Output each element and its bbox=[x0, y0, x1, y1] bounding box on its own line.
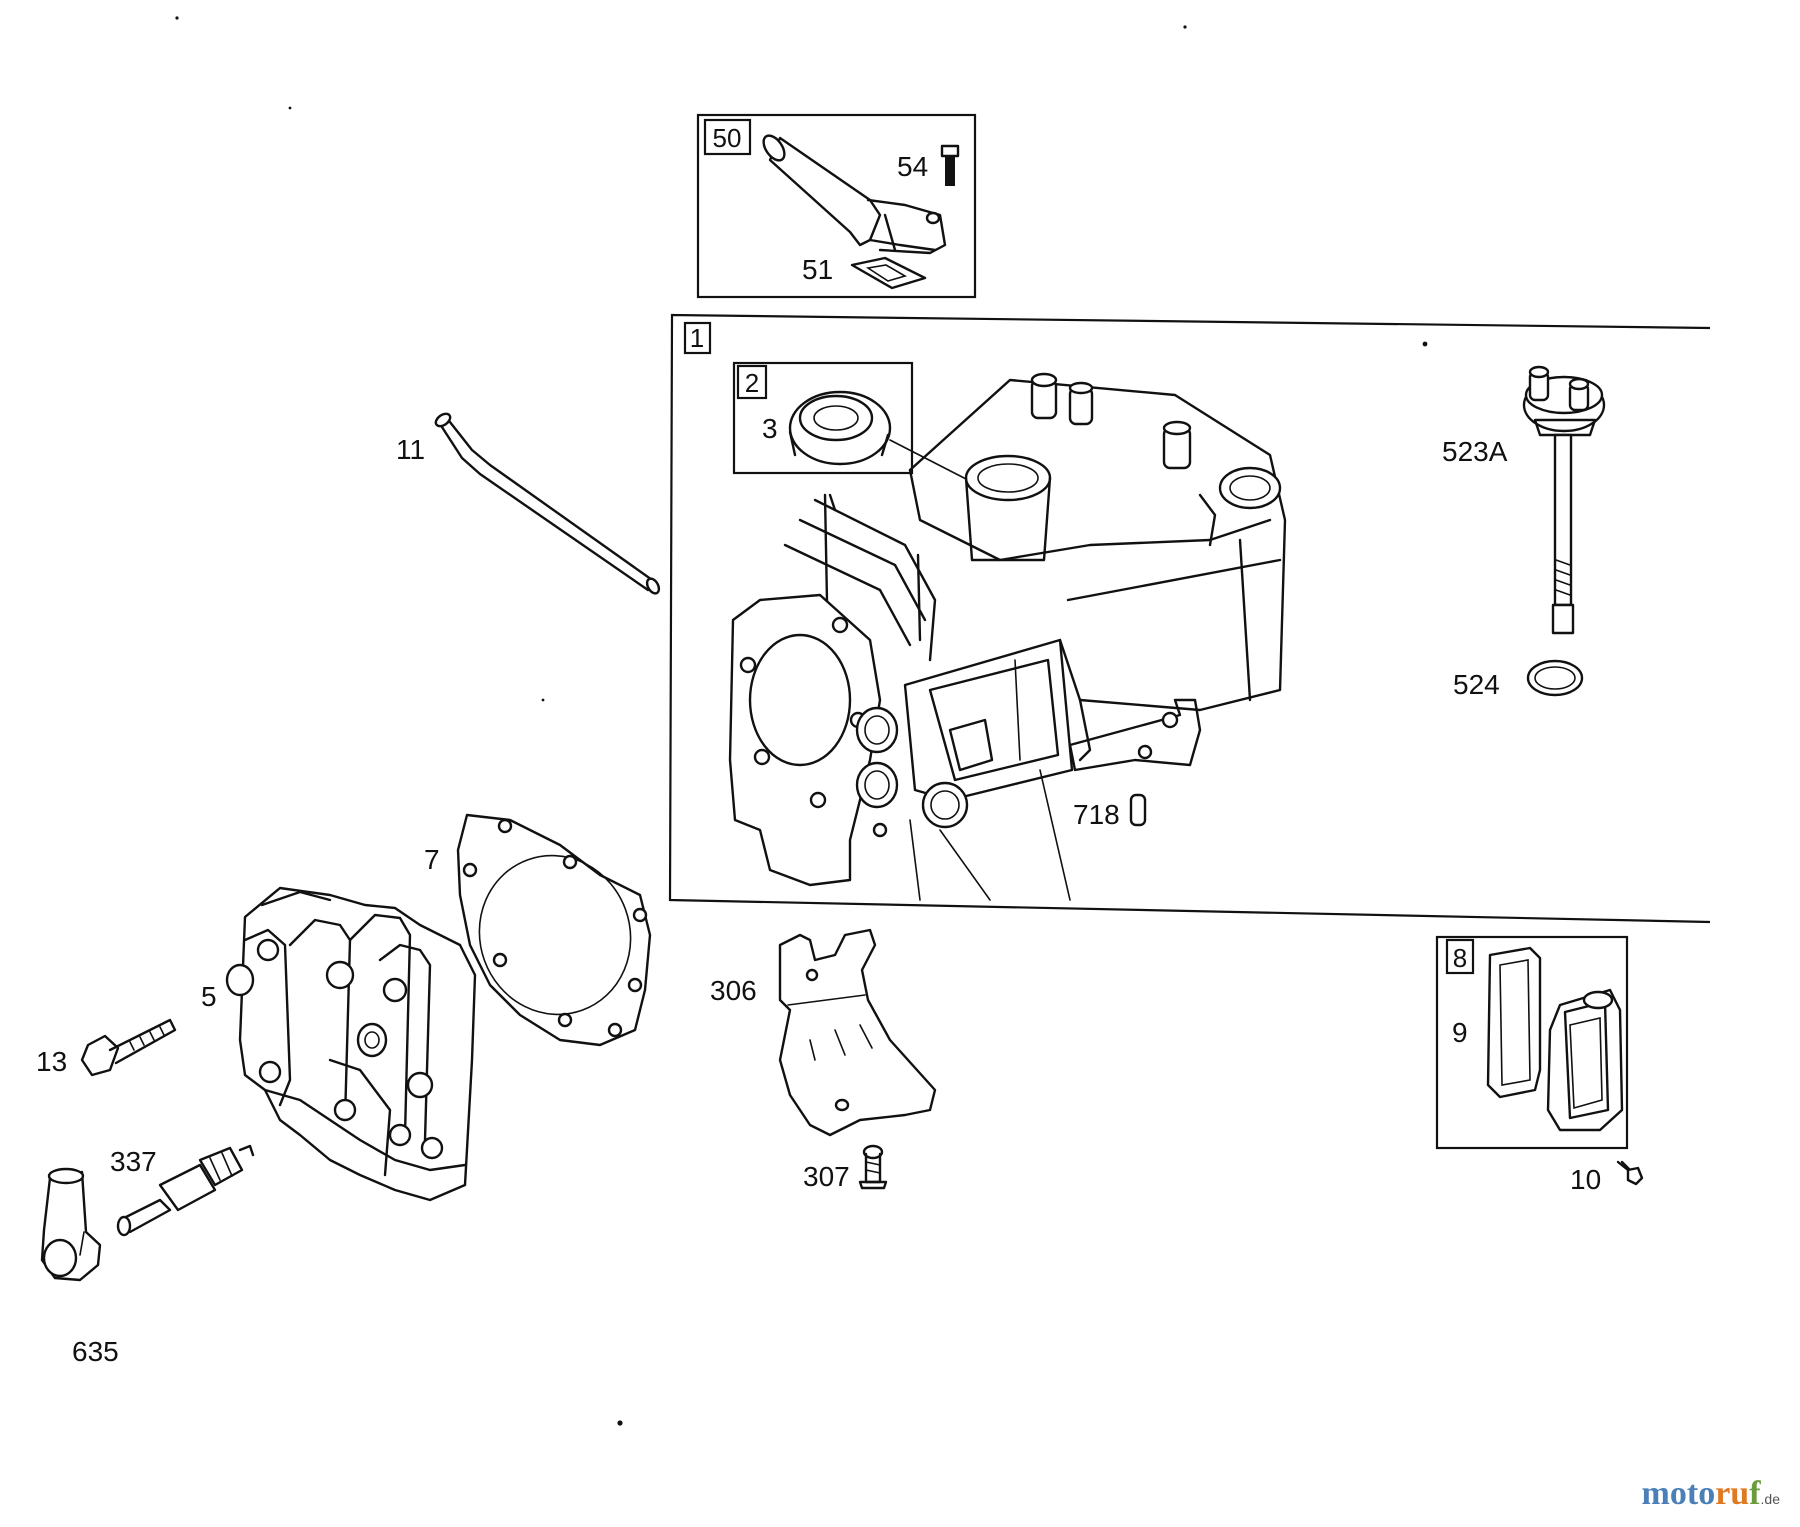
callout-1: 1 bbox=[690, 323, 704, 353]
spark-plug-337-part bbox=[116, 1144, 255, 1237]
watermark-logo: motoruf.de bbox=[1641, 1475, 1780, 1512]
screw-10-part bbox=[1616, 1160, 1644, 1186]
valve-cover-gasket-9-part bbox=[1486, 946, 1542, 1099]
head-gasket-7-part bbox=[456, 813, 652, 1047]
callout-10: 10 bbox=[1570, 1164, 1601, 1195]
callout-11: 11 bbox=[396, 434, 425, 465]
box-8: 8 9 bbox=[1435, 935, 1629, 1150]
callout-307: 307 bbox=[803, 1161, 850, 1192]
callout-50: 50 bbox=[713, 123, 742, 153]
breather-tube-part bbox=[762, 134, 947, 255]
tube-11-part bbox=[434, 412, 661, 595]
dipstick-tube-523A-part bbox=[1522, 365, 1606, 635]
callout-5: 5 bbox=[201, 981, 217, 1012]
shield-306-part bbox=[778, 928, 937, 1137]
callout-3: 3 bbox=[762, 413, 778, 444]
callout-635: 635 bbox=[72, 1336, 119, 1367]
callout-306: 306 bbox=[710, 975, 757, 1006]
callout-7: 7 bbox=[424, 844, 440, 875]
box-1: 1 2 3 bbox=[668, 313, 1711, 924]
oil-seal-3-part bbox=[788, 390, 892, 466]
callout-9: 9 bbox=[1452, 1017, 1468, 1048]
box-50: 50 54 51 bbox=[696, 113, 977, 299]
callout-2: 2 bbox=[745, 368, 759, 398]
callout-523A: 523A bbox=[1442, 436, 1508, 467]
screw-307-part bbox=[858, 1144, 888, 1190]
callout-337: 337 bbox=[110, 1146, 157, 1177]
scan-specks bbox=[175, 16, 1428, 1426]
spark-plug-cap-635-part bbox=[40, 1167, 102, 1282]
dowel-pin-718-part bbox=[1129, 793, 1147, 827]
gasket-51-part bbox=[850, 256, 927, 290]
callout-54: 54 bbox=[897, 151, 928, 182]
callout-51: 51 bbox=[802, 254, 833, 285]
callout-8: 8 bbox=[1453, 943, 1467, 973]
bolt-13-part bbox=[80, 1018, 177, 1077]
cylinder-head-5-part bbox=[225, 886, 477, 1202]
o-ring-524-part bbox=[1526, 659, 1584, 697]
callout-524: 524 bbox=[1453, 669, 1500, 700]
cylinder-block-part bbox=[728, 372, 1287, 901]
valve-cover-part bbox=[1546, 988, 1624, 1132]
callout-718: 718 bbox=[1073, 799, 1120, 830]
bolt-54-part bbox=[940, 144, 960, 186]
callout-13: 13 bbox=[36, 1046, 67, 1077]
